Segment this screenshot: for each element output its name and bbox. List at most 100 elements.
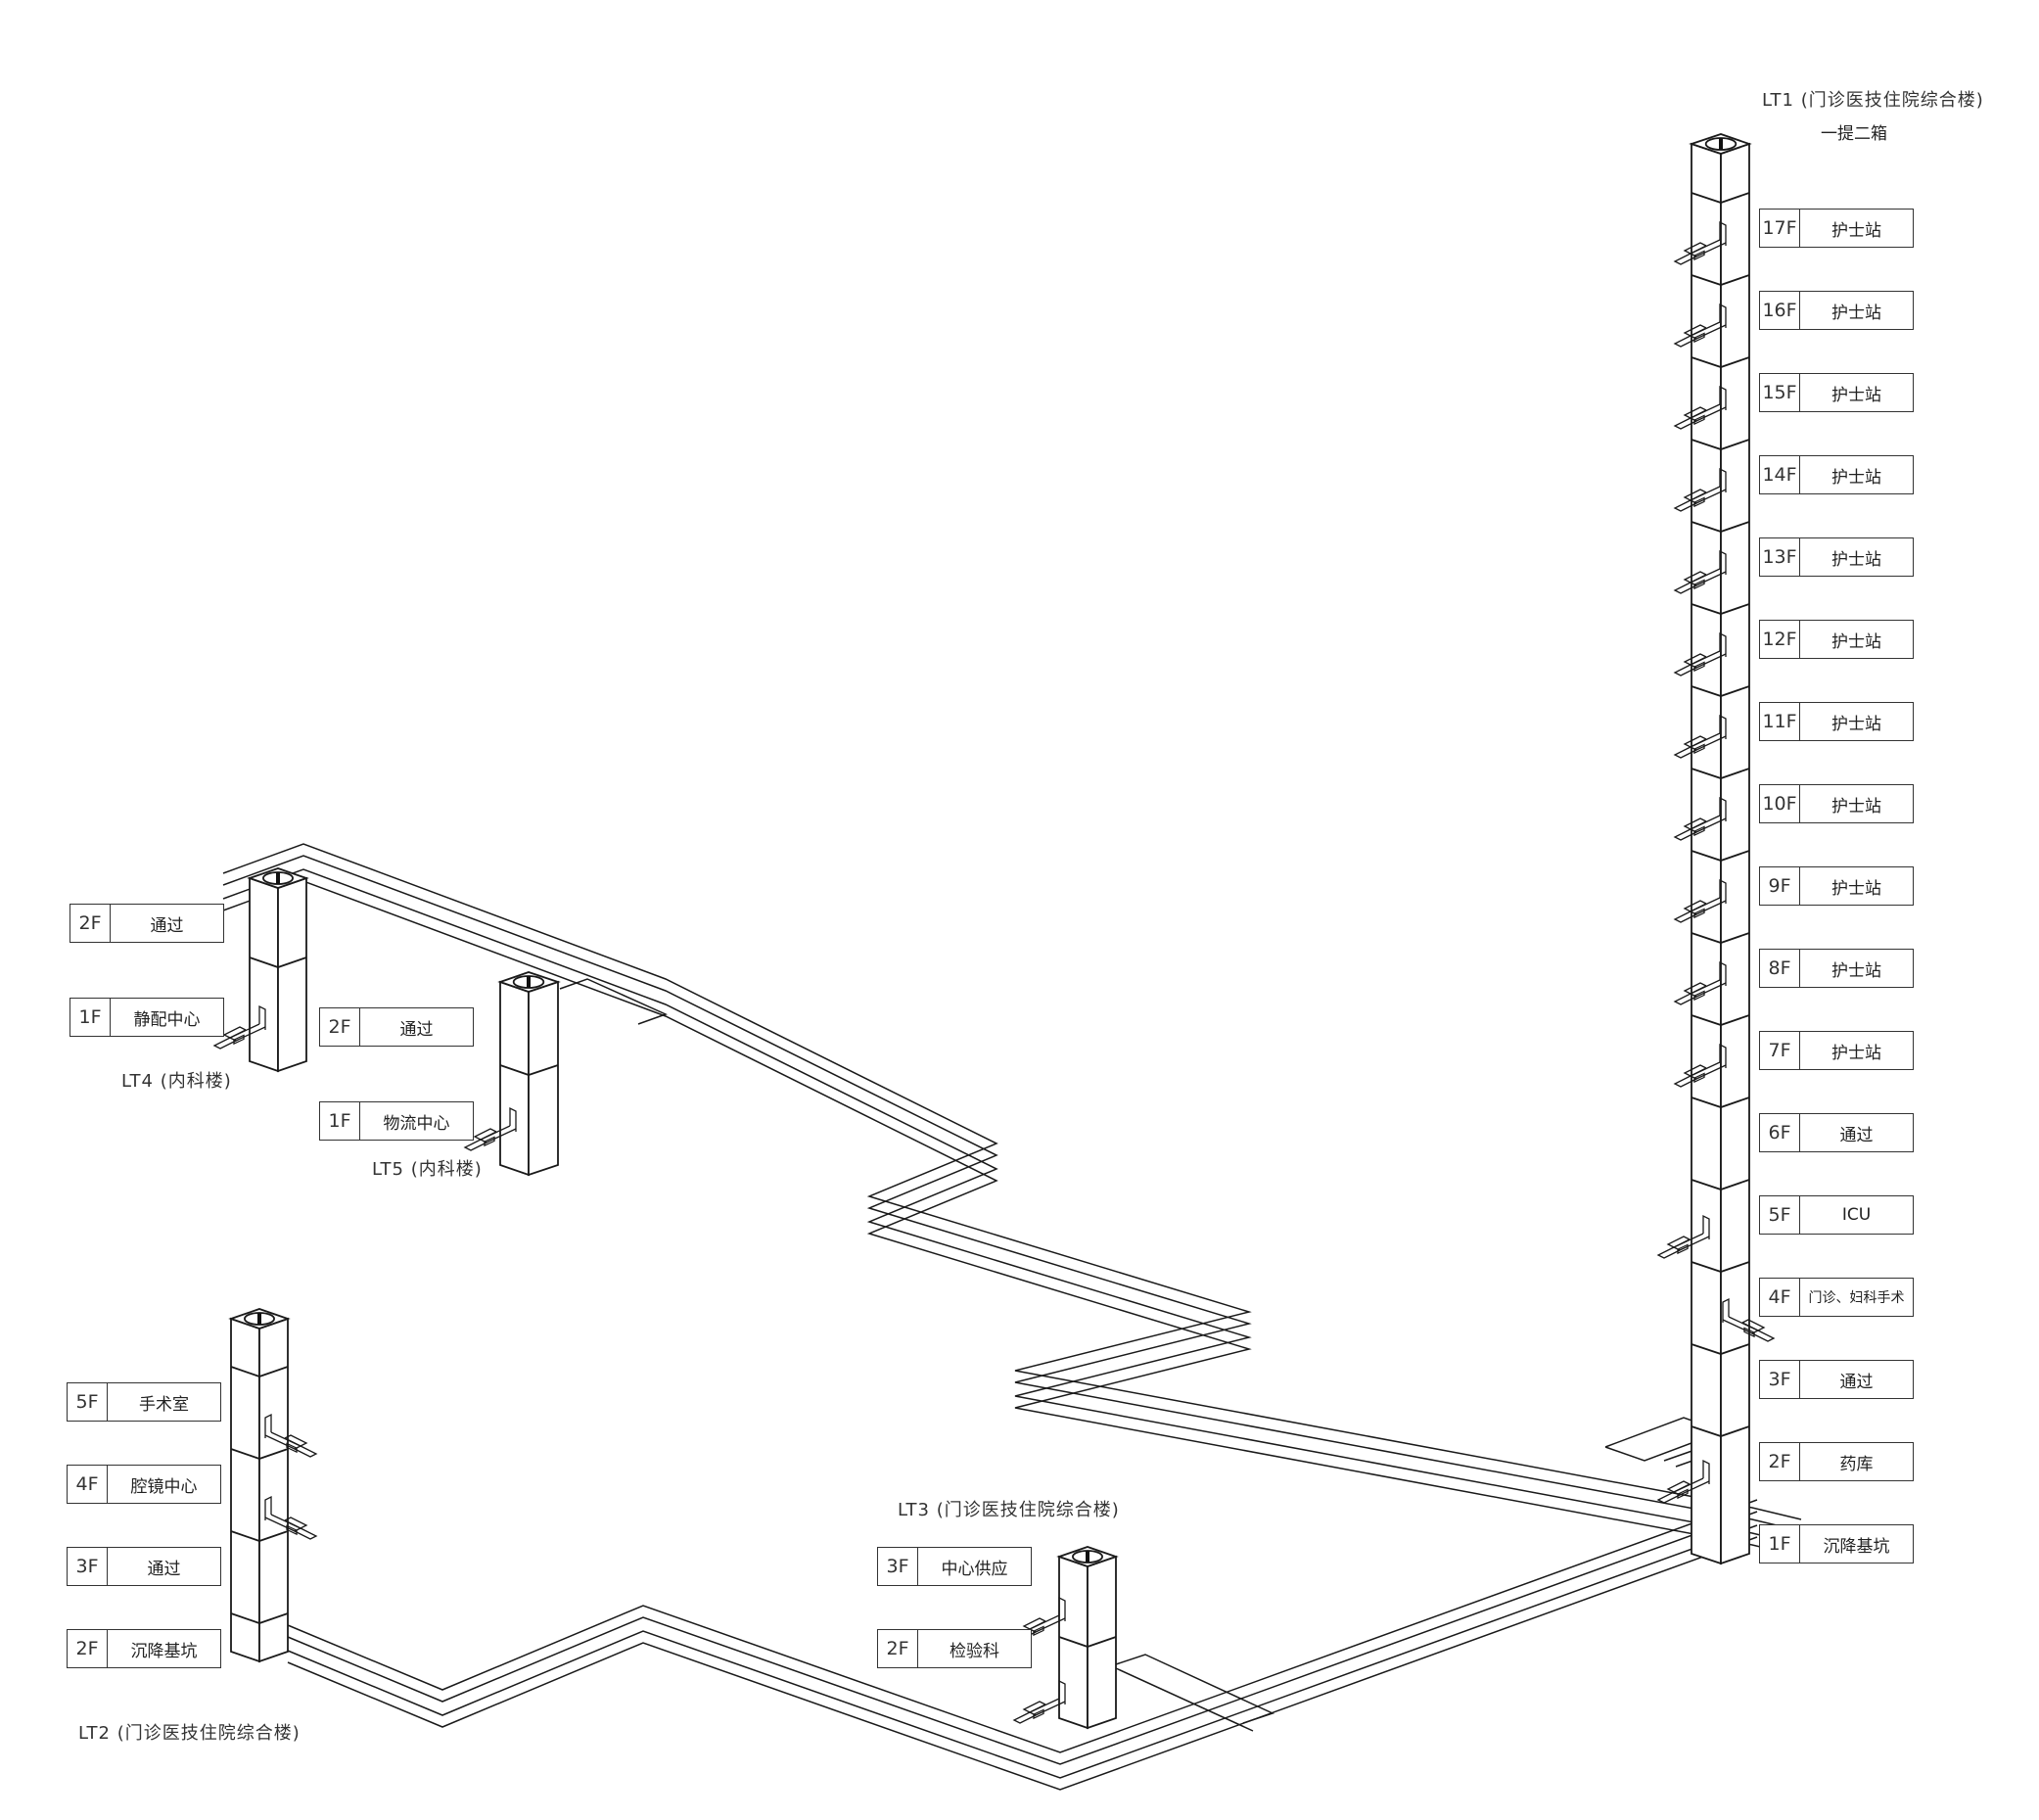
station-name: 护士站 (1831, 549, 1881, 570)
station-bracket-lt1 (1673, 631, 1727, 677)
station-name: 通过 (150, 915, 184, 936)
station-bracket-lt1 (1673, 549, 1727, 594)
floor-divider (230, 1448, 289, 1460)
floor-station-box: 5F ICU (1759, 1195, 1914, 1235)
shaft-lt3 (1056, 1546, 1119, 1730)
floor-number: 6F (1760, 1114, 1800, 1151)
shaft-label-lt4: LT4 (内科楼) (121, 1071, 232, 1092)
track-route-upper (222, 868, 1802, 1546)
track-route-lower (287, 1536, 1758, 1791)
station-name: 静配中心 (133, 1009, 201, 1030)
station-bracket-lt1 (1673, 220, 1727, 265)
track-route-lower (287, 1511, 1758, 1765)
hoist-cable-icon (527, 976, 531, 988)
floor-number: 12F (1760, 621, 1800, 658)
floor-divider (1691, 1343, 1750, 1355)
floor-number: 2F (320, 1008, 360, 1046)
station-name: 通过 (1839, 1372, 1874, 1392)
floor-number: 14F (1760, 456, 1800, 493)
floor-number: 9F (1760, 867, 1800, 905)
floor-divider (249, 957, 307, 968)
station-name: 药库 (1839, 1454, 1874, 1474)
station-name: 中心供应 (941, 1559, 1008, 1579)
hoist-cable-icon (1719, 138, 1723, 150)
floor-number: 5F (1760, 1196, 1800, 1234)
shaft-left-face (249, 876, 279, 1073)
floor-number: 10F (1760, 785, 1800, 822)
station-name: 护士站 (1831, 303, 1881, 323)
floor-divider (1691, 1097, 1750, 1108)
floor-divider (1691, 1425, 1750, 1437)
station-name: 腔镜中心 (130, 1476, 198, 1497)
floor-number: 1F (1760, 1525, 1800, 1563)
shaft-label-lt5: LT5 (内科楼) (372, 1159, 483, 1180)
floor-divider (1691, 932, 1750, 944)
station-name: ICU (1841, 1205, 1872, 1225)
floor-station-box: 13F 护士站 (1759, 537, 1914, 577)
floor-number: 3F (878, 1548, 918, 1585)
shaft-right-face (528, 980, 559, 1177)
shaft-left-face (1691, 142, 1722, 1565)
floor-number: 11F (1760, 703, 1800, 740)
floor-number: 17F (1760, 210, 1800, 247)
shaft-lt1 (1689, 133, 1752, 1565)
shaft-left-face (230, 1317, 260, 1663)
station-name: 护士站 (1831, 385, 1881, 405)
station-name: 通过 (147, 1559, 181, 1579)
station-bracket-lt1 (1673, 960, 1727, 1005)
station-bracket-lt4 (212, 1004, 266, 1050)
shaft-right-face (258, 1317, 289, 1663)
floor-divider (1691, 439, 1750, 450)
floor-number: 7F (1760, 1032, 1800, 1069)
track-branch-lt3 (1093, 1667, 1254, 1732)
station-bracket-lt1 (1673, 796, 1727, 841)
station-brackets (212, 220, 1776, 1724)
floor-divider (1691, 768, 1750, 779)
station-bracket-lt2 (264, 1495, 318, 1540)
shaft-lt4 (247, 867, 309, 1073)
floor-divider (1691, 603, 1750, 615)
floor-station-box: 15F 护士站 (1759, 373, 1914, 412)
station-name: 护士站 (1831, 631, 1881, 652)
floor-station-box: 11F 护士站 (1759, 702, 1914, 741)
floor-divider (1691, 274, 1750, 286)
station-name: 护士站 (1831, 960, 1881, 981)
track-route-upper (222, 880, 1802, 1558)
floor-number: 2F (70, 905, 111, 942)
track-route-lower (287, 1499, 1758, 1753)
floor-divider (230, 1612, 289, 1624)
station-name: 护士站 (1831, 714, 1881, 734)
floor-divider (1691, 356, 1750, 368)
floor-divider (1058, 1636, 1117, 1648)
station-bracket-lt3 (1012, 1679, 1066, 1724)
floor-number: 15F (1760, 374, 1800, 411)
station-bracket-lt1-2f (1656, 1459, 1710, 1504)
track-route-lower (287, 1524, 1758, 1779)
station-bracket-lt5 (463, 1106, 517, 1151)
track-route-upper (222, 843, 1802, 1520)
shaft-label-lt1: LT1 (门诊医技住院综合楼) (1762, 90, 1984, 111)
station-bracket-lt1-5f (1656, 1214, 1710, 1259)
station-name: 门诊、妇科手术 (1808, 1290, 1905, 1306)
floor-number: 2F (68, 1630, 108, 1667)
floor-number: 13F (1760, 538, 1800, 576)
station-bracket-lt1 (1673, 303, 1727, 348)
floor-divider (1691, 685, 1750, 697)
station-bracket-lt1 (1673, 714, 1727, 759)
station-name: 通过 (399, 1019, 434, 1040)
station-bracket-lt1 (1673, 1043, 1727, 1088)
